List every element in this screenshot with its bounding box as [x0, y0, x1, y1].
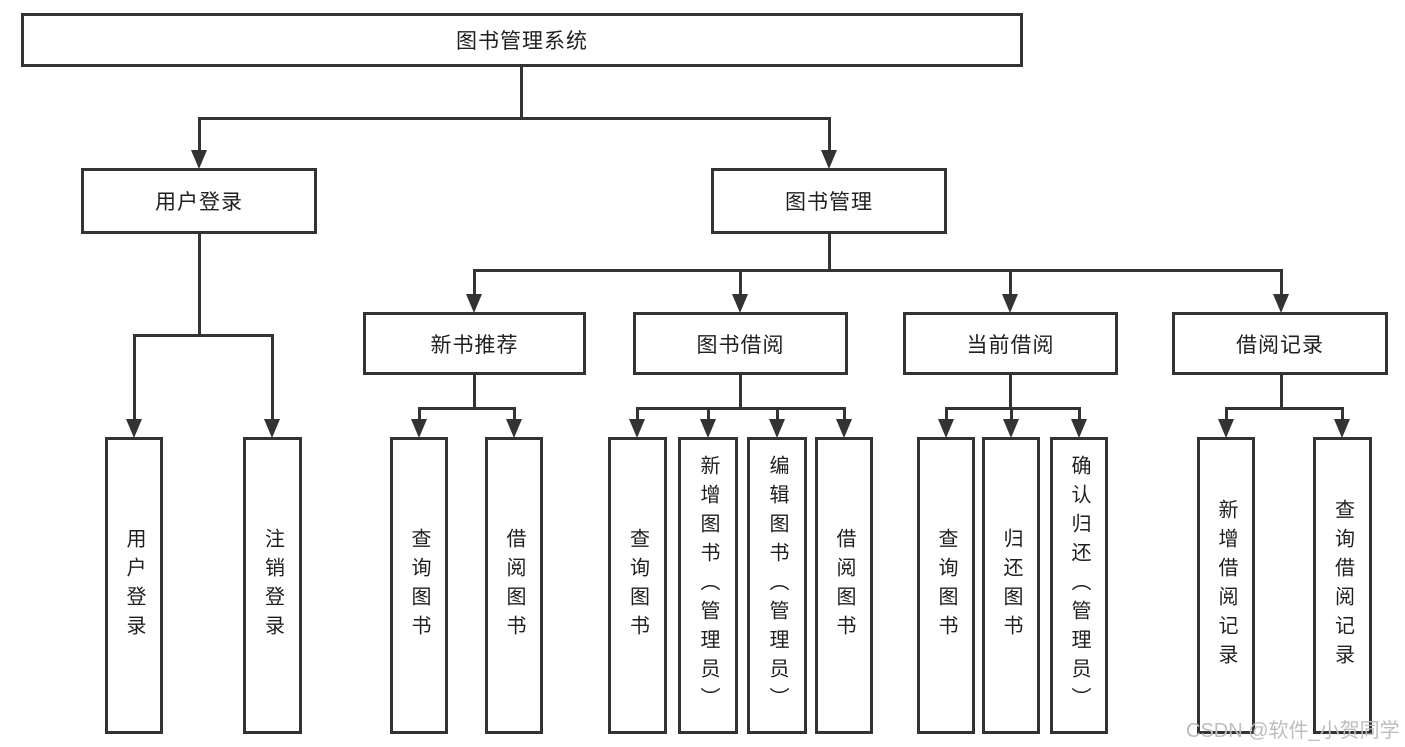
leaf-recommend-borrow-books-label: 借阅图书: [503, 527, 525, 644]
connector-current-borrow-stem: [1009, 375, 1012, 409]
connector-to-leaf-rec-query: [418, 407, 421, 421]
arrowhead-down-icon: [191, 150, 207, 169]
node-book-management-label: 图书管理: [785, 191, 873, 214]
arrowhead-down-icon: [821, 150, 837, 169]
arrowhead-down-icon: [938, 419, 954, 438]
leaf-borrow-borrow-books: 借阅图书: [815, 437, 873, 734]
leaf-current-query-books: 查询图书: [917, 437, 975, 734]
leaf-logout-label: 注销登录: [261, 527, 284, 644]
arrowhead-down-icon: [769, 419, 785, 438]
connector-new-book-recommend-split: [418, 407, 516, 410]
connector-user-login-split: [133, 334, 273, 337]
leaf-borrow-edit-books-admin: 编辑图书（管理员）: [747, 437, 807, 734]
connector-root-stem: [520, 67, 523, 118]
node-root-label: 图书管理系统: [456, 30, 588, 53]
connector-root-to-user-login: [198, 117, 201, 151]
leaf-borrow-add-books-admin-label: 新增图书（管理员）: [697, 455, 719, 716]
connector-book-mgmt-split: [473, 269, 1283, 272]
arrowhead-down-icon: [126, 419, 142, 438]
node-book-borrow: 图书借阅: [633, 312, 848, 375]
node-current-borrow-label: 当前借阅: [966, 333, 1055, 357]
connector-to-borrow-records: [1280, 269, 1283, 295]
arrowhead-down-icon: [700, 419, 716, 438]
connector-to-leaf-bb-add: [707, 407, 710, 421]
connector-root-to-book-mgmt: [828, 117, 831, 151]
arrowhead-down-icon: [411, 419, 427, 438]
connector-new-book-recommend-stem: [473, 375, 476, 409]
arrowhead-down-icon: [1071, 419, 1087, 438]
arrowhead-down-icon: [1334, 419, 1350, 438]
connector-to-leaf-user-login: [133, 334, 136, 420]
leaf-records-query-record-label: 查询借阅记录: [1331, 498, 1354, 673]
leaf-current-query-books-label: 查询图书: [935, 527, 957, 644]
connector-to-new-book-recommend: [473, 269, 476, 295]
leaf-records-query-record: 查询借阅记录: [1313, 437, 1372, 734]
connector-current-borrow-split: [945, 407, 1081, 410]
connector-to-leaf-bb-query: [636, 407, 639, 421]
node-current-borrow: 当前借阅: [903, 312, 1118, 375]
arrowhead-down-icon: [1273, 294, 1289, 313]
leaf-borrow-borrow-books-label: 借阅图书: [833, 527, 855, 644]
arrowhead-down-icon: [466, 294, 482, 313]
node-new-book-recommend: 新书推荐: [363, 312, 586, 375]
connector-user-login-stem: [198, 234, 201, 335]
leaf-borrow-query-books-label: 查询图书: [626, 527, 649, 644]
node-borrow-records-label: 借阅记录: [1236, 333, 1324, 357]
leaf-current-return-books-label: 归还图书: [1000, 527, 1022, 644]
connector-book-mgmt-stem: [828, 234, 831, 270]
connector-to-leaf-cb-confirm: [1078, 407, 1081, 421]
leaf-borrow-add-books-admin: 新增图书（管理员）: [678, 437, 738, 734]
leaf-current-return-books: 归还图书: [982, 437, 1040, 734]
node-user-login-label: 用户登录: [155, 191, 243, 214]
leaf-user-login: 用户登录: [105, 437, 163, 734]
arrowhead-down-icon: [1002, 294, 1018, 313]
node-user-login: 用户登录: [81, 168, 317, 234]
connector-to-leaf-br-query: [1341, 407, 1344, 421]
leaf-borrow-query-books: 查询图书: [608, 437, 667, 734]
leaf-current-confirm-return-admin: 确认归还（管理员）: [1050, 437, 1108, 734]
connector-borrow-records-stem: [1280, 375, 1283, 409]
node-new-book-recommend-label: 新书推荐: [430, 333, 519, 357]
leaf-current-confirm-return-admin-label: 确认归还（管理员）: [1068, 455, 1090, 716]
connector-to-leaf-cb-return: [1010, 407, 1013, 421]
connector-to-leaf-bb-borrow: [843, 407, 846, 421]
connector-to-current-borrow: [1009, 269, 1012, 295]
leaf-records-add-record-label: 新增借阅记录: [1215, 498, 1237, 673]
node-book-management: 图书管理: [711, 168, 947, 234]
connector-to-leaf-bb-edit: [776, 407, 779, 421]
node-root: 图书管理系统: [21, 13, 1023, 67]
leaf-records-add-record: 新增借阅记录: [1197, 437, 1255, 734]
leaf-borrow-edit-books-admin-label: 编辑图书（管理员）: [766, 455, 788, 716]
node-book-borrow-label: 图书借阅: [696, 333, 785, 357]
leaf-recommend-borrow-books: 借阅图书: [485, 437, 543, 734]
connector-to-leaf-logout: [271, 334, 274, 420]
connector-book-borrow-stem: [739, 375, 742, 409]
connector-book-borrow-split: [636, 407, 846, 410]
connector-to-leaf-cb-query: [945, 407, 948, 421]
arrowhead-down-icon: [1218, 419, 1234, 438]
leaf-recommend-query-books: 查询图书: [390, 437, 448, 734]
arrowhead-down-icon: [629, 419, 645, 438]
leaf-logout: 注销登录: [243, 437, 302, 734]
arrowhead-down-icon: [264, 419, 280, 438]
leaf-recommend-query-books-label: 查询图书: [408, 527, 430, 644]
connector-root-split: [198, 117, 830, 120]
leaf-user-login-label: 用户登录: [123, 527, 145, 644]
arrowhead-down-icon: [836, 419, 852, 438]
connector-to-leaf-rec-borrow: [513, 407, 516, 421]
arrowhead-down-icon: [1003, 419, 1019, 438]
arrowhead-down-icon: [506, 419, 522, 438]
node-borrow-records: 借阅记录: [1172, 312, 1388, 375]
connector-borrow-records-split: [1225, 407, 1344, 410]
connector-to-book-borrow: [739, 269, 742, 295]
arrowhead-down-icon: [732, 294, 748, 313]
connector-to-leaf-br-add: [1225, 407, 1228, 421]
csdn-watermark: CSDN @软件_小贺同学: [1186, 720, 1400, 742]
